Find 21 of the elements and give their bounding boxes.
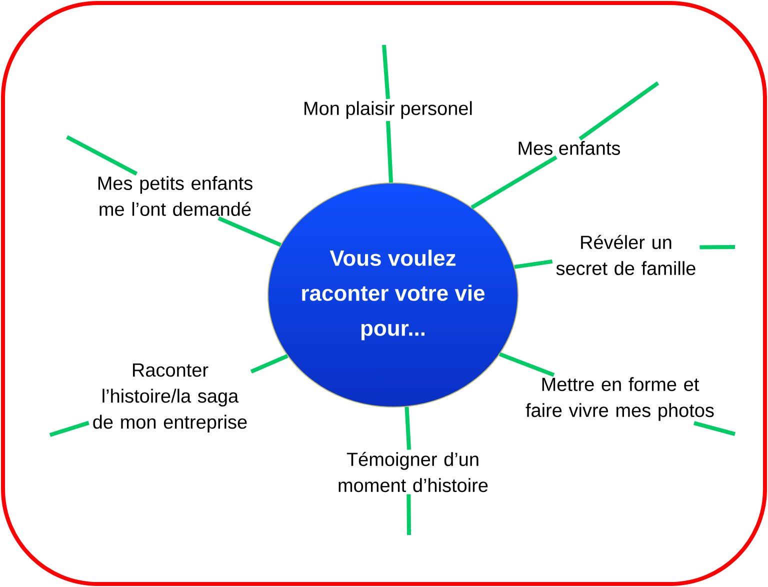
branch-label: Révéler un secret de famille	[556, 234, 696, 276]
connector-line	[470, 155, 558, 210]
branch-label: Témoigner d’un moment d’histoire	[338, 452, 488, 492]
branch-label: Mes enfants	[518, 141, 620, 155]
connector-line	[66, 135, 138, 176]
connector-line	[694, 421, 736, 436]
connector-line	[382, 44, 390, 100]
connector-line	[218, 216, 282, 247]
connector-line	[49, 420, 90, 437]
connector-line	[499, 352, 555, 377]
connector-line	[700, 245, 736, 250]
connector-line	[386, 120, 394, 183]
branch-label: Raconter l’histoire/la saga de mon entreprise	[93, 364, 247, 432]
connector-line	[514, 259, 553, 269]
connector-line	[250, 354, 288, 374]
branch-label: Mon plaisir personel	[304, 101, 472, 119]
connector-line	[406, 494, 411, 536]
connector-line	[404, 406, 412, 450]
branch-label: Mes petits enfants me l’ont demandé	[98, 176, 252, 216]
branch-label: Mettre en forme et faire vivre mes photos	[526, 377, 714, 421]
connector-line	[578, 81, 660, 140]
